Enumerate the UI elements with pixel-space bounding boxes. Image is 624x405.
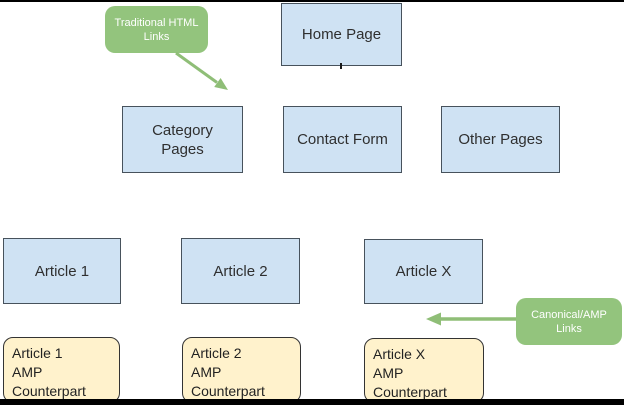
callout-canonical-amp-links: Canonical/AMP Links [516, 298, 622, 345]
node-article-1: Article 1 [3, 238, 121, 304]
node-amp-article-2: Article 2 AMP Counterpart [182, 337, 301, 403]
traditional-links-arrow-icon [175, 51, 228, 90]
callout-canonical-amp-links-label: Canonical/AMP Links [531, 308, 607, 335]
node-home-page-label: Home Page [301, 26, 382, 43]
node-article-x: Article X [364, 239, 483, 304]
node-amp-article-1: Article 1 AMP Counterpart [3, 337, 120, 403]
callout-traditional-html-links-label: Traditional HTML Links [114, 16, 199, 43]
node-category-pages: Category Pages [122, 106, 243, 173]
node-other-pages-label: Other Pages [458, 131, 543, 148]
node-contact-form-label: Contact Form [297, 131, 388, 148]
node-article-x-label: Article X [395, 263, 452, 280]
top-letterbox-bar [0, 0, 624, 2]
node-article-2-label: Article 2 [213, 262, 268, 280]
node-category-pages-label: Category Pages [152, 121, 213, 158]
canonical-links-arrow-icon [426, 312, 516, 326]
callout-traditional-html-links: Traditional HTML Links [105, 6, 208, 53]
node-amp-article-x: Article X AMP Counterpart [364, 338, 484, 403]
node-contact-form: Contact Form [283, 106, 402, 173]
home-page-connector-stub [340, 63, 342, 69]
node-article-2: Article 2 [181, 238, 300, 304]
node-home-page: Home Page [281, 3, 402, 66]
bottom-letterbox-bar [0, 399, 624, 405]
node-article-1-label: Article 1 [34, 262, 90, 280]
node-other-pages: Other Pages [441, 106, 560, 173]
